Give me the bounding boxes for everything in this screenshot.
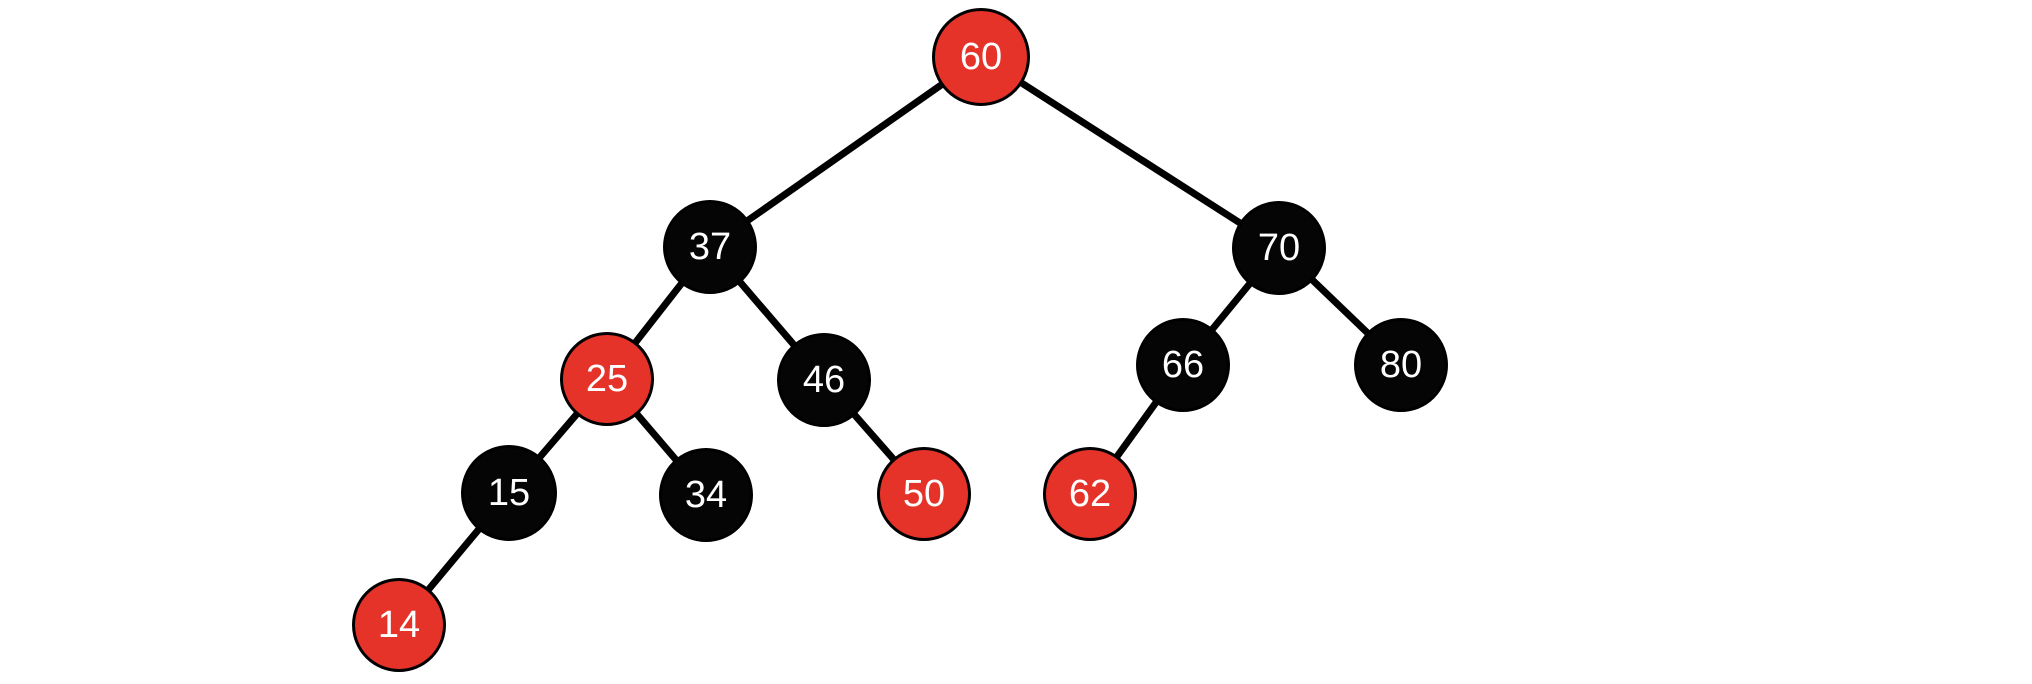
tree-node-37[interactable]: 37 bbox=[663, 200, 757, 294]
tree-node-label: 66 bbox=[1161, 344, 1205, 386]
tree-node-label: 80 bbox=[1379, 344, 1423, 386]
tree-edge-25-15 bbox=[535, 409, 582, 462]
tree-edge-70-66 bbox=[1208, 279, 1254, 334]
tree-node-66[interactable]: 66 bbox=[1136, 318, 1230, 412]
tree-edge-60-70 bbox=[1017, 78, 1245, 228]
tree-edge-37-46 bbox=[735, 277, 799, 350]
tree-node-46[interactable]: 46 bbox=[777, 333, 871, 427]
tree-node-label: 46 bbox=[802, 359, 846, 401]
tree-node-15[interactable]: 15 bbox=[461, 445, 557, 541]
tree-edge-70-80 bbox=[1307, 275, 1373, 338]
tree-node-label: 60 bbox=[959, 36, 1003, 78]
tree-node-62[interactable]: 62 bbox=[1043, 447, 1137, 541]
tree-node-25[interactable]: 25 bbox=[560, 332, 654, 426]
tree-node-label: 15 bbox=[487, 472, 531, 514]
tree-edge-37-25 bbox=[631, 278, 686, 348]
tree-node-label: 14 bbox=[377, 604, 421, 646]
tree-node-14[interactable]: 14 bbox=[352, 578, 446, 672]
tree-node-label: 62 bbox=[1068, 473, 1112, 515]
tree-edge-15-14 bbox=[424, 524, 484, 594]
tree-node-label: 70 bbox=[1257, 227, 1301, 269]
tree-edge-60-37 bbox=[743, 80, 947, 225]
tree-node-label: 50 bbox=[902, 473, 946, 515]
tree-node-50[interactable]: 50 bbox=[877, 447, 971, 541]
tree-edge-66-62 bbox=[1112, 398, 1161, 461]
tree-node-label: 37 bbox=[688, 226, 732, 268]
tree-node-label: 25 bbox=[585, 358, 629, 400]
tree-node-70[interactable]: 70 bbox=[1232, 201, 1326, 295]
tree-node-label: 34 bbox=[684, 474, 728, 516]
tree-node-80[interactable]: 80 bbox=[1354, 318, 1448, 412]
tree-edge-25-34 bbox=[632, 409, 681, 465]
tree-node-34[interactable]: 34 bbox=[659, 448, 753, 542]
tree-edge-46-50 bbox=[850, 410, 898, 464]
tree-node-60[interactable]: 60 bbox=[932, 8, 1030, 106]
